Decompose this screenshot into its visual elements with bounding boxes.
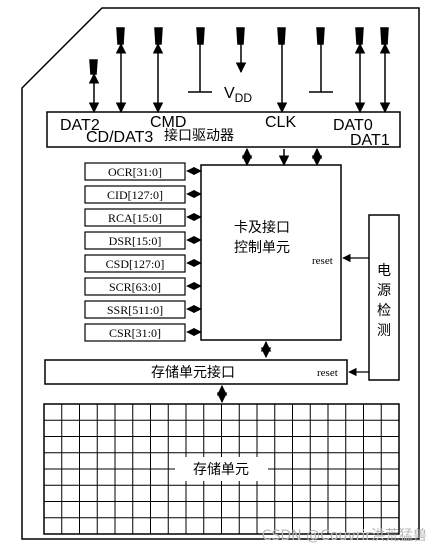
register-label: SSR[511:0] (107, 303, 163, 317)
register-cid: CID[127:0] (84, 185, 202, 204)
watermark: CSDN @Couvrir洪荒猛兽 (261, 528, 427, 544)
register-column: OCR[31:0] CID[127:0] RCA[15:0] DSR[15:0]… (84, 162, 202, 342)
pin-dat2-head (89, 59, 98, 75)
register-label: CSD[127:0] (106, 257, 165, 271)
pin-cd-dat3-head (116, 27, 125, 45)
power-detect-char: 检 (377, 303, 391, 319)
power-detect-char: 电 (377, 263, 391, 279)
controller-label-line1: 卡及接口 (234, 219, 290, 236)
register-scr: SCR[63:0] (84, 277, 202, 296)
pin-vdd-head (236, 27, 245, 45)
memory-interface-reset-label: reset (317, 367, 338, 379)
pin-dat1-head (380, 27, 389, 45)
label-dat1: DAT1 (350, 132, 390, 149)
interface-driver-box (46, 111, 401, 148)
driver-controller-links (241, 147, 323, 167)
controller-label-line2: 控制单元 (234, 240, 290, 256)
controller-reset-label: reset (312, 255, 333, 267)
register-label: SCR[63:0] (109, 280, 161, 294)
pin-connectors (88, 27, 391, 114)
register-label: DSR[15:0] (109, 234, 162, 248)
power-detect-box (368, 214, 400, 381)
register-label: CSR[31:0] (109, 326, 161, 340)
label-vdd-sub: DD (235, 91, 253, 105)
label-cd-dat3: CD/DAT3 (86, 129, 153, 146)
register-rca: RCA[15:0] (84, 208, 202, 227)
pin-gnd2-head (316, 27, 325, 45)
memory-core-label: 存储单元 (193, 462, 249, 478)
pin-gnd1-head (196, 27, 205, 45)
controller-box (200, 164, 342, 341)
power-detect-char: 源 (377, 283, 391, 299)
label-vdd-v: V (224, 85, 235, 102)
pin-dat0-head (355, 27, 364, 45)
memory-interface-label: 存储单元接口 (151, 364, 235, 381)
register-label: OCR[31:0] (108, 165, 162, 179)
register-csd: CSD[127:0] (84, 254, 202, 273)
label-cmd: CMD (150, 114, 186, 131)
register-dsr: DSR[15:0] (84, 231, 202, 250)
interface-driver-label: 接口驱动器 (164, 127, 234, 144)
register-ssr: SSR[511:0] (84, 300, 202, 319)
card-outline (21, 7, 420, 540)
label-dat0: DAT0 (333, 117, 373, 134)
register-label: RCA[15:0] (108, 211, 162, 225)
label-vdd: VDD (224, 85, 252, 105)
pin-clk-head (277, 27, 286, 45)
label-dat2: DAT2 (60, 117, 100, 134)
memory-core: 存储单元 (43, 403, 400, 535)
register-ocr: OCR[31:0] (84, 162, 202, 181)
power-detect-char: 测 (377, 323, 391, 339)
register-label: CID[127:0] (107, 188, 163, 202)
label-clk: CLK (265, 114, 296, 131)
memory-core-label-bg (175, 457, 268, 481)
register-csr: CSR[31:0] (84, 323, 202, 342)
memory-interface-box (44, 359, 348, 385)
pin-cmd-head (154, 27, 163, 45)
